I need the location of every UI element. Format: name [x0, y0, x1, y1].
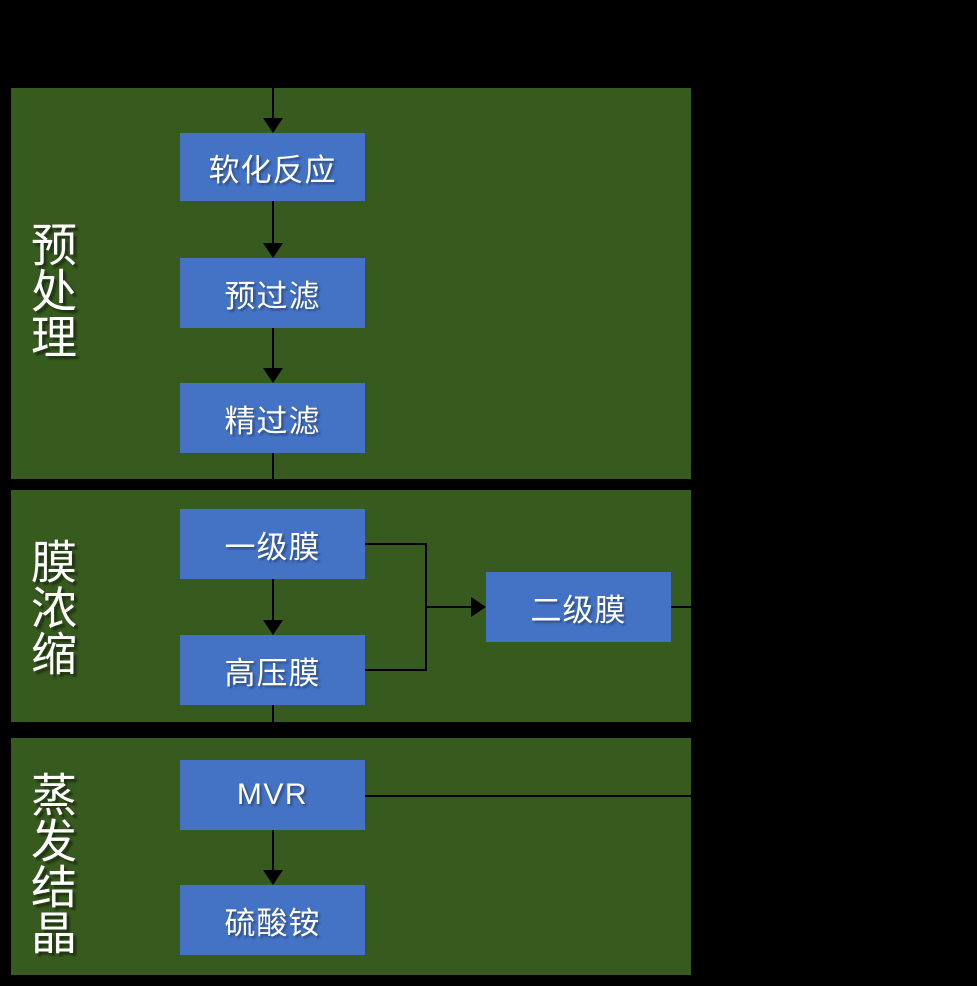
connector-softening-to-prefilter-line [272, 201, 274, 243]
connector-finefilter-to-primary-line [272, 453, 274, 508]
connector-merge-to-secondary-line [425, 606, 483, 608]
connector-prefilter-to-finefilter-line [272, 328, 274, 368]
connector-secondary-membrane-outlet [671, 606, 977, 608]
node-fine-filtration[interactable]: 精过滤 [180, 383, 365, 453]
connector-highpressure-to-mvr-line [272, 705, 274, 753]
node-secondary-membrane[interactable]: 二级膜 [486, 572, 671, 642]
connector-mvr-outlet [365, 795, 977, 797]
connector-inlet-to-softening-arrow [263, 118, 283, 133]
node-primary-membrane[interactable]: 一级膜 [180, 509, 365, 579]
stage-label-pretreatment: 预处理 [25, 221, 77, 359]
connector-prefilter-to-finefilter-arrow [263, 368, 283, 383]
connector-highpressure-to-merge-segment [365, 669, 427, 671]
connector-merge-to-secondary-arrow [471, 597, 486, 617]
node-softening-reaction[interactable]: 软化反应 [180, 133, 365, 201]
node-mvr[interactable]: MVR [180, 760, 365, 830]
node-ammonium-sulfate[interactable]: 硫酸铵 [180, 885, 365, 955]
connector-primary-to-highpressure-line [272, 579, 274, 620]
connector-primary-to-merge-segment [365, 543, 427, 545]
node-pre-filtration[interactable]: 预过滤 [180, 258, 365, 328]
connector-inlet-to-softening-line [272, 72, 274, 120]
connector-mvr-to-ammonium-arrow [263, 870, 283, 885]
connector-mvr-to-ammonium-line [272, 830, 274, 870]
connector-primary-to-highpressure-arrow [263, 620, 283, 635]
node-high-pressure-membrane[interactable]: 高压膜 [180, 635, 365, 705]
stage-label-membrane-concentration: 膜浓缩 [25, 538, 77, 676]
stage-label-evaporation-crystallization: 蒸发结晶 [25, 770, 77, 955]
connector-softening-to-prefilter-arrow [263, 243, 283, 258]
